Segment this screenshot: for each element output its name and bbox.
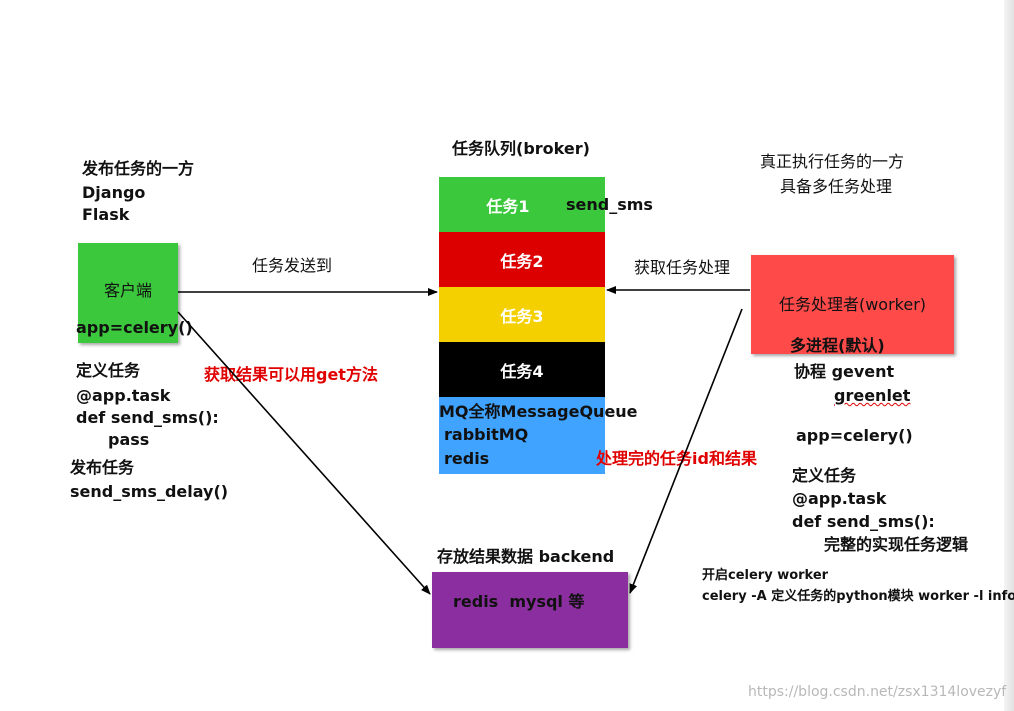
backend-label: redis mysql 等: [453, 592, 585, 611]
client-title-line-2: Django: [82, 183, 146, 202]
arrow-client-to-backend: [177, 311, 431, 595]
queue-task-3-label: 任务3: [500, 306, 544, 326]
worker-greenlet: greenlet: [834, 386, 911, 405]
queue-task-3[interactable]: 任务3: [439, 287, 605, 342]
client-app-line: app=celery(): [76, 318, 193, 337]
client-title-line-1: 发布任务的一方: [82, 159, 195, 178]
queue-task-2[interactable]: 任务2: [439, 232, 605, 287]
queue-task-2-label: 任务2: [500, 251, 544, 271]
worker-box[interactable]: 任务处理者(worker): [751, 255, 954, 354]
worker-app-line: app=celery(): [796, 426, 913, 445]
worker-start-line-1: 开启celery worker: [702, 568, 829, 583]
worker-define-line-2: @app.task: [792, 489, 887, 508]
client-define-line-4: pass: [108, 430, 150, 449]
backend-box[interactable]: redis mysql 等: [432, 572, 628, 648]
queue-task-4[interactable]: 任务4: [439, 342, 605, 397]
worker-define-line-1: 定义任务: [792, 466, 857, 485]
task1-side-label: send_sms: [566, 195, 653, 214]
client-define-line-2: @app.task: [76, 386, 171, 405]
worker-title-line-2: 具备多任务处理: [780, 177, 893, 196]
worker-title-line-1: 真正执行任务的一方: [760, 152, 905, 171]
arrow-label-get-result: 获取结果可以用get方法: [204, 365, 378, 384]
queue-task-1-label: 任务1: [486, 196, 530, 216]
arrow-label-fetch: 获取任务处理: [634, 258, 731, 277]
broker-info-box: MQ全称MessageQueue rabbitMQ redis: [439, 397, 638, 474]
client-box[interactable]: 客户端: [78, 243, 178, 343]
watermark: https://blog.csdn.net/zsx1314lovezyf: [748, 684, 1007, 700]
client-publish-line-1: 发布任务: [70, 458, 135, 477]
worker-define-line-3: def send_sms():: [792, 512, 935, 531]
queue-task-4-label: 任务4: [500, 361, 544, 381]
broker-info-line-3: redis: [444, 449, 490, 468]
backend-title: 存放结果数据 backend: [437, 547, 615, 566]
worker-box-label: 任务处理者(worker): [778, 294, 927, 314]
client-define-line-3: def send_sms():: [76, 408, 219, 427]
client-define-line-1: 定义任务: [76, 361, 141, 380]
broker-info-line-1: MQ全称MessageQueue: [439, 402, 638, 421]
worker-multiprocess-line: 多进程(默认): [790, 336, 885, 355]
queue-task-1[interactable]: 任务1: [439, 177, 605, 232]
worker-start-line-2: celery -A 定义任务的python模块 worker -l info: [702, 589, 1014, 604]
worker-coroutine-line: 协程 gevent: [794, 362, 895, 381]
worker-define-line-4: 完整的实现任务逻辑: [824, 535, 969, 554]
client-box-label: 客户端: [103, 281, 152, 300]
broker-info-line-2: rabbitMQ: [444, 425, 529, 444]
arrow-label-send-to: 任务发送到: [252, 256, 333, 275]
client-title-line-3: Flask: [82, 205, 130, 224]
arrow-worker-to-backend: [629, 308, 743, 594]
client-publish-line-2: send_sms_delay(): [70, 482, 229, 501]
page-edge: [1004, 0, 1014, 711]
arrow-label-processed: 处理完的任务id和结果: [596, 449, 757, 468]
broker-title: 任务队列(broker): [452, 139, 590, 158]
